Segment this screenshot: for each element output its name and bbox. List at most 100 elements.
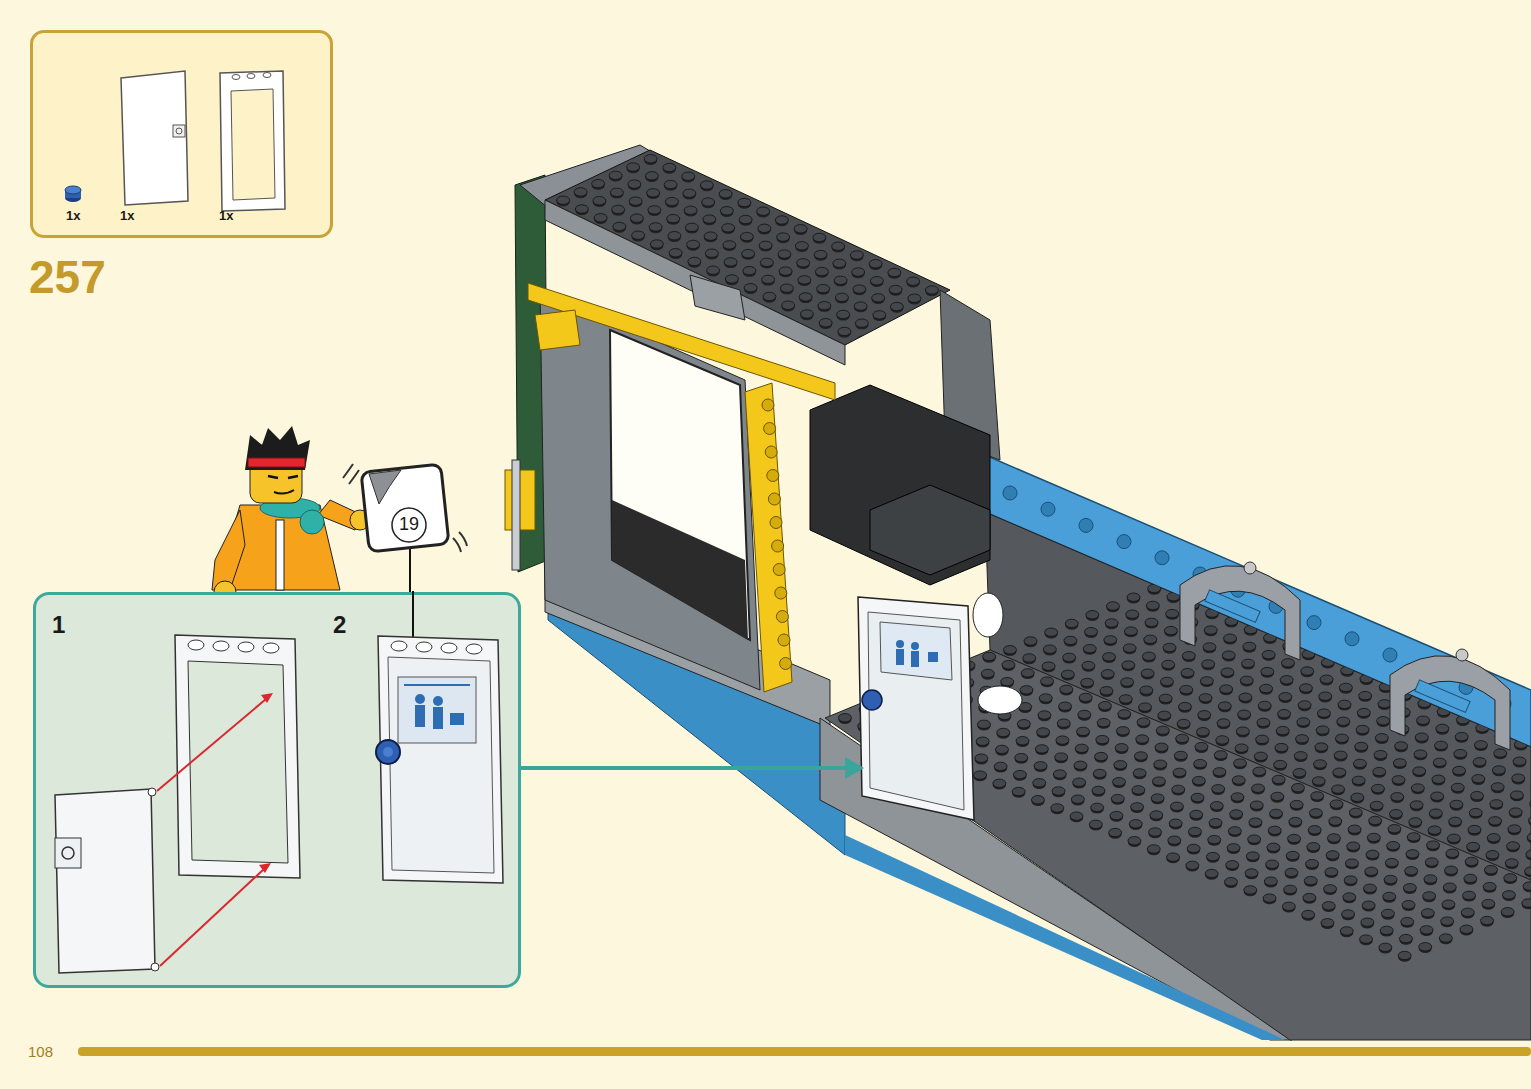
stud: [1324, 624, 1337, 632]
stud: [1226, 861, 1239, 871]
stud: [1309, 809, 1322, 819]
stud: [1154, 760, 1167, 768]
stud: [1017, 720, 1030, 730]
stud: [1431, 792, 1444, 800]
stud: [1517, 706, 1530, 714]
stud: [1435, 741, 1448, 749]
stud: [1294, 752, 1307, 762]
stud: [1381, 909, 1394, 917]
stud: [1436, 724, 1449, 732]
sub-assembly-panel-art: [188, 640, 204, 650]
stud: [1352, 776, 1365, 786]
stud: [1208, 835, 1221, 843]
stud: [680, 155, 693, 163]
stud: [1356, 725, 1369, 733]
stud: [1235, 744, 1248, 754]
minifigure: [248, 458, 305, 467]
stud: [1359, 691, 1372, 699]
stud: [1359, 691, 1372, 701]
stud: [1393, 759, 1406, 767]
stud: [1235, 742, 1248, 750]
stud: [830, 225, 843, 235]
stud: [1163, 643, 1176, 653]
stud: [1121, 678, 1134, 686]
stud: [665, 197, 678, 207]
stud: [925, 286, 938, 294]
stud: [1167, 592, 1180, 600]
stud: [1216, 736, 1229, 746]
stud: [759, 241, 772, 251]
stud: [1132, 786, 1145, 796]
stud: [1371, 784, 1384, 794]
stud: [1351, 793, 1364, 803]
stud: [1363, 884, 1376, 894]
stud: [1509, 808, 1522, 818]
stud: [925, 286, 938, 296]
stud: [1194, 759, 1207, 769]
stud: [1284, 885, 1297, 893]
stud: [799, 293, 812, 303]
stud: [1260, 684, 1273, 694]
back-rail: [1307, 616, 1321, 630]
stud: [1056, 736, 1069, 746]
stud: [593, 196, 606, 206]
stud: [852, 268, 865, 276]
sub-assembly-panel-art: [404, 684, 470, 686]
stud: [1407, 833, 1420, 841]
stud: [927, 303, 940, 313]
stud: [1347, 842, 1360, 850]
stud: [1469, 808, 1482, 818]
stud: [705, 249, 718, 257]
stud: [1123, 644, 1136, 654]
stud: [1164, 626, 1177, 634]
stud: [1051, 804, 1064, 812]
stud: [1293, 769, 1306, 777]
stud: [1078, 710, 1091, 720]
stud: [1168, 576, 1181, 584]
stud: [644, 155, 657, 165]
stud: [1131, 803, 1144, 811]
stud: [1003, 644, 1016, 654]
stud: [1075, 744, 1088, 754]
back-rail: [1244, 562, 1256, 574]
stud: [1343, 634, 1356, 642]
stud: [668, 231, 681, 241]
stud: [1363, 641, 1376, 651]
stud: [1053, 770, 1066, 780]
stud: [1100, 685, 1113, 695]
stud: [1222, 651, 1235, 659]
stud: [1427, 841, 1440, 851]
stud: [1205, 869, 1218, 877]
stud: [1428, 824, 1441, 834]
stud: [1337, 717, 1350, 727]
stud: [1252, 784, 1265, 794]
stud: [874, 328, 887, 338]
stud: [1425, 858, 1438, 868]
stud: [1325, 868, 1338, 878]
stud: [1525, 867, 1531, 877]
minifigure: [300, 510, 324, 534]
stud: [1089, 820, 1102, 828]
stud: [1203, 643, 1216, 651]
stud: [1254, 750, 1267, 760]
stud: [774, 199, 787, 209]
stud: [1286, 851, 1299, 861]
stud: [812, 218, 825, 226]
stud: [1246, 852, 1259, 860]
stud: [1494, 749, 1507, 759]
stud: [1367, 833, 1380, 841]
sub-assembly-panel-art: [175, 635, 300, 878]
stud: [1151, 794, 1164, 802]
stud: [1315, 743, 1328, 753]
stud: [1133, 769, 1146, 779]
stud: [1278, 709, 1291, 717]
stud: [724, 258, 737, 268]
stud: [1042, 660, 1055, 670]
stud: [868, 244, 881, 252]
door-on-model: [858, 597, 974, 820]
stud: [1035, 745, 1048, 755]
stud: [644, 155, 657, 163]
stud: [1168, 836, 1181, 844]
stud: [793, 209, 806, 217]
stud: [720, 207, 733, 215]
